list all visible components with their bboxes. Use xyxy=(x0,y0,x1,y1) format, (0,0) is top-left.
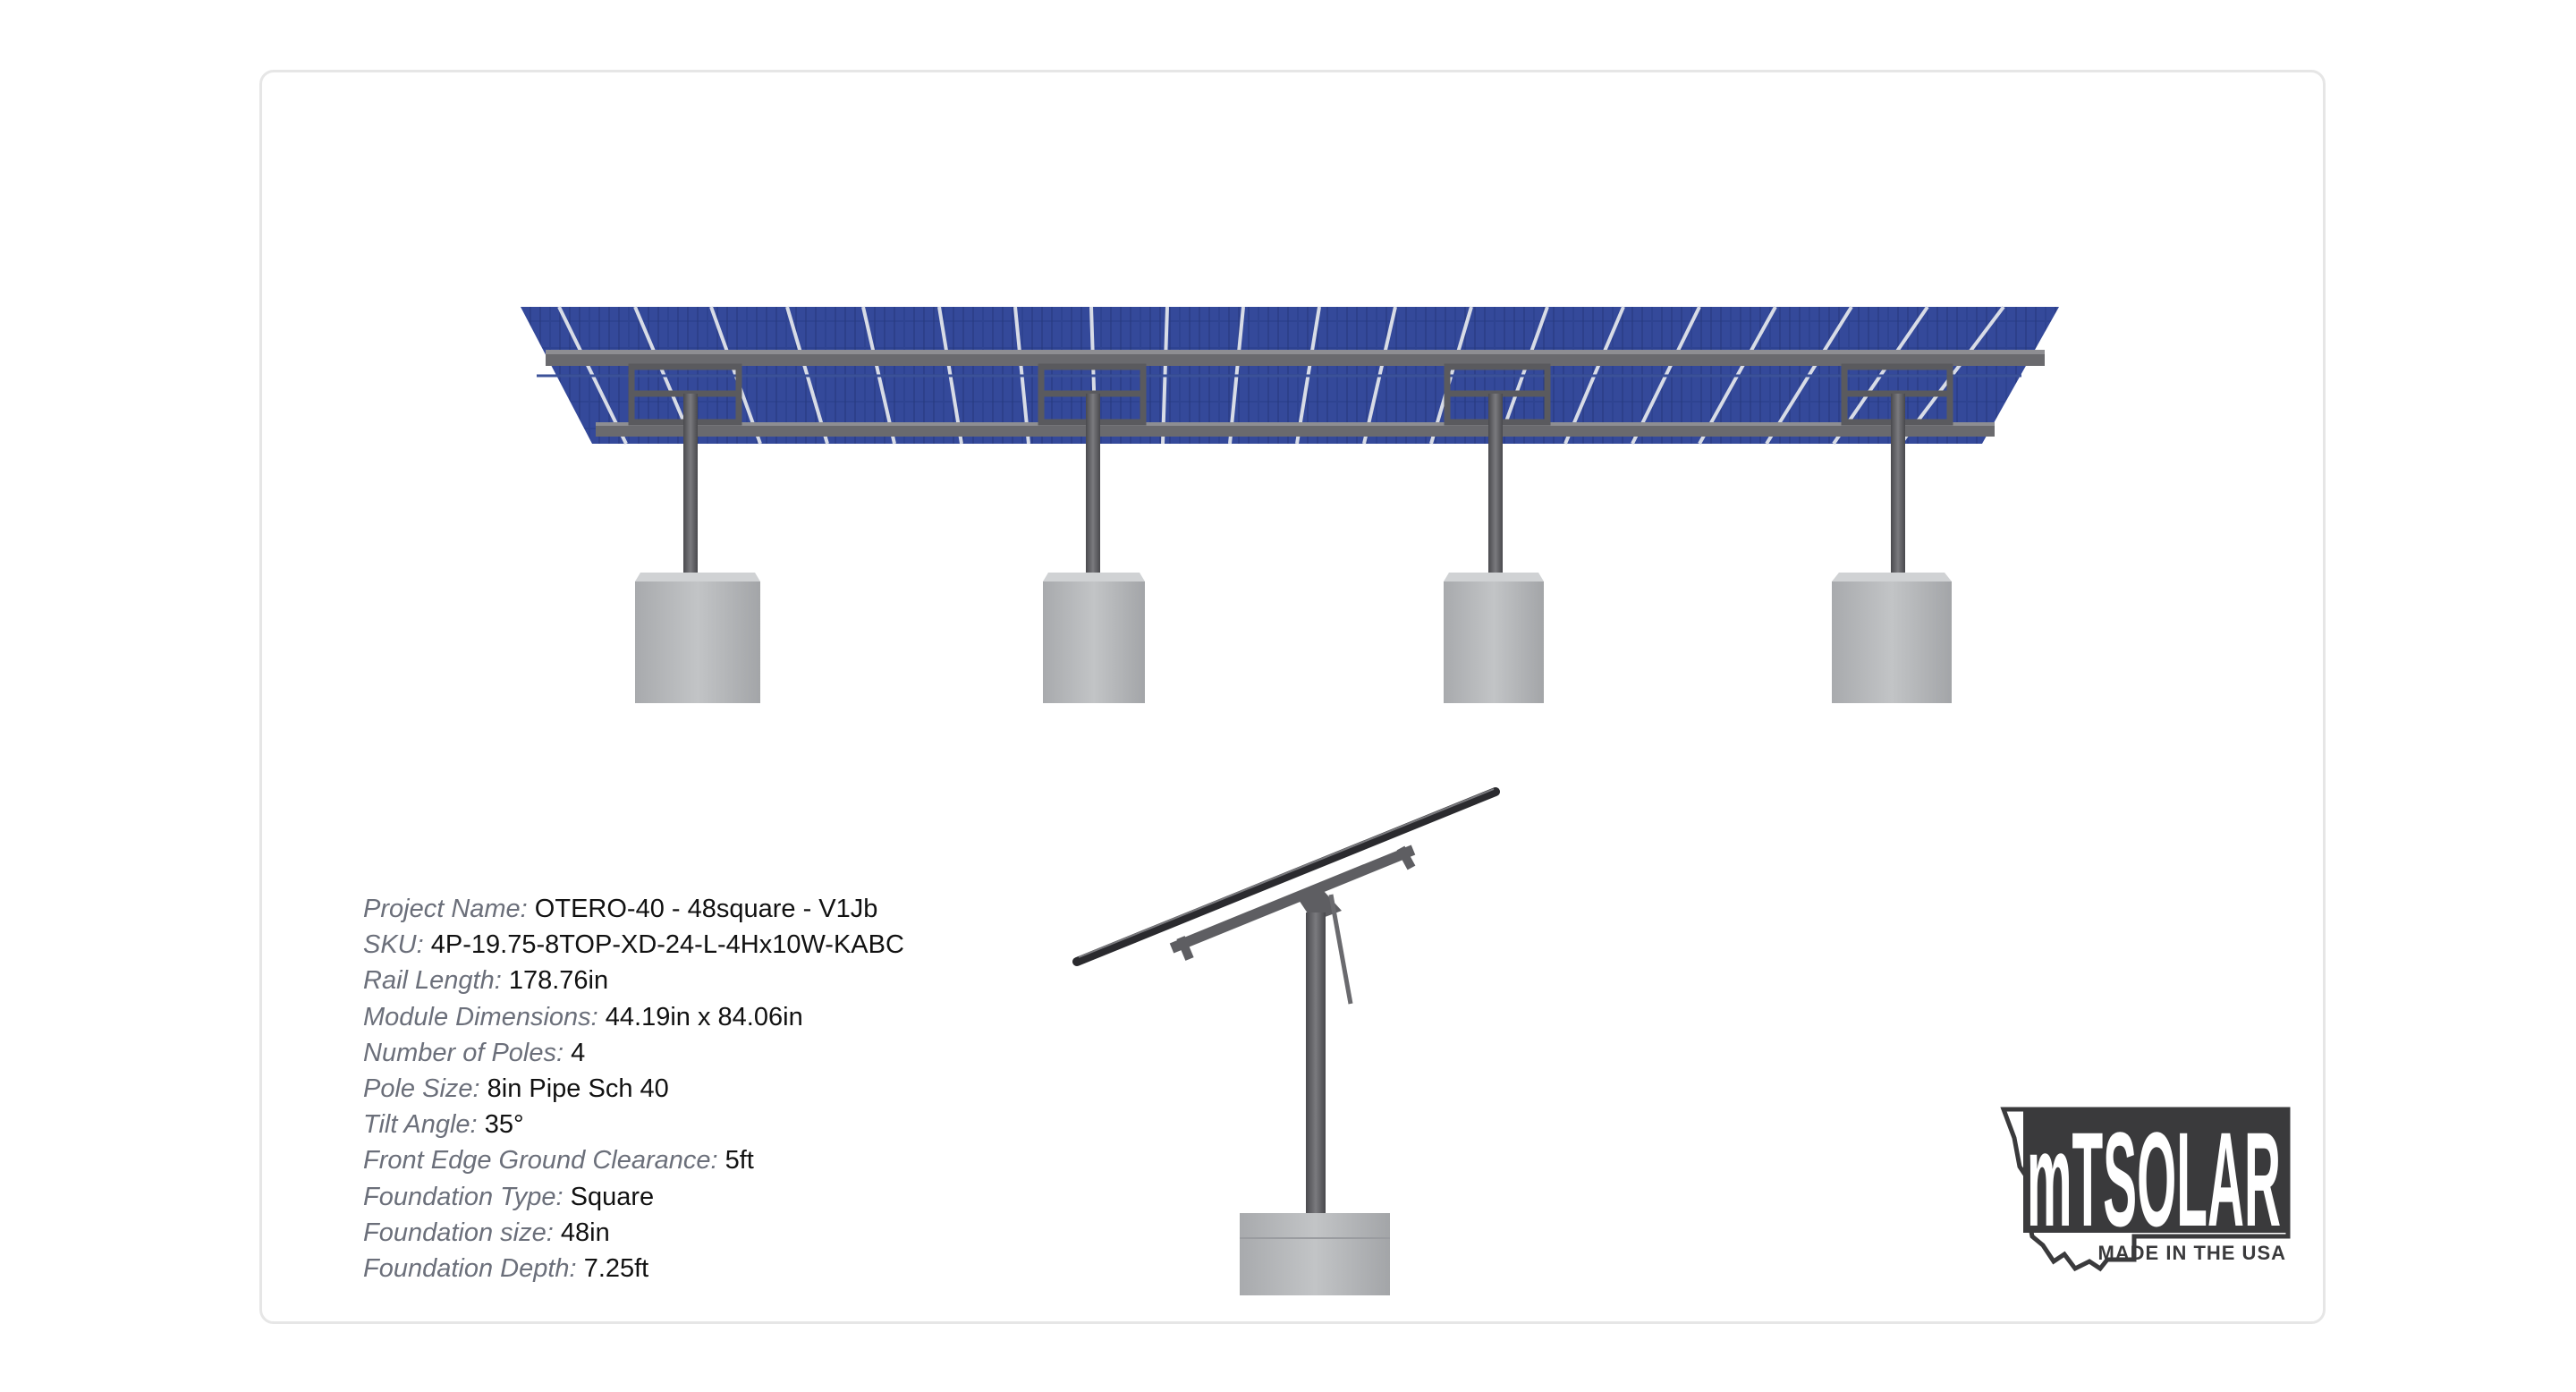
spec-foundation-size: Foundation size: 48in xyxy=(363,1215,904,1251)
spec-value: 4 xyxy=(571,1038,586,1067)
side-foundation xyxy=(1240,1213,1390,1295)
spec-foundation-type: Foundation Type: Square xyxy=(363,1179,904,1215)
spec-value: 5ft xyxy=(724,1146,754,1176)
logo-tagline: MADE IN THE USA xyxy=(2097,1242,2286,1264)
spec-ground-clearance: Front Edge Ground Clearance: 5ft xyxy=(363,1142,904,1178)
mtsolar-logo: mTSOLAR MADE IN THE USA xyxy=(2000,1104,2291,1272)
spec-tilt-angle: Tilt Angle: 35° xyxy=(363,1107,904,1142)
side-rail xyxy=(1169,845,1416,954)
pole-3 xyxy=(1488,394,1503,578)
pole-2 xyxy=(1086,394,1100,578)
spec-label: Tilt Angle: xyxy=(363,1110,478,1140)
spec-value: 8in Pipe Sch 40 xyxy=(487,1074,669,1104)
pole-4 xyxy=(1891,394,1905,578)
spec-label: Project Name: xyxy=(363,895,528,923)
spec-label: Front Edge Ground Clearance: xyxy=(363,1146,718,1176)
logo-wordmark: mTSOLAR xyxy=(2027,1104,2281,1254)
spec-label: Module Dimensions: xyxy=(363,1002,598,1031)
front-view xyxy=(521,305,2059,703)
spec-value: 48in xyxy=(560,1218,610,1247)
side-pole xyxy=(1306,912,1326,1217)
spec-label: Pole Size: xyxy=(363,1074,480,1104)
spec-label: Number of Poles: xyxy=(363,1038,564,1067)
spec-value: 44.19in x 84.06in xyxy=(605,1002,803,1031)
spec-label: Rail Length: xyxy=(363,966,502,996)
drawing-card xyxy=(259,70,2326,1324)
spec-label: SKU: xyxy=(363,930,424,960)
spec-list: Project Name: OTERO-40 - 48square - V1Jb… xyxy=(363,891,904,1286)
spec-value: 178.76in xyxy=(508,966,609,996)
spec-value: 35° xyxy=(484,1110,524,1140)
spec-module-dimensions: Module Dimensions: 44.19in x 84.06in xyxy=(363,999,904,1035)
spec-foundation-depth: Foundation Depth: 7.25ft xyxy=(363,1251,904,1286)
side-brace xyxy=(1328,894,1353,1005)
spec-sku: SKU: 4P-19.75-8TOP-XD-24-L-4Hx10W-KABC xyxy=(363,927,904,963)
foundation-2 xyxy=(1043,573,1145,703)
spec-value: OTERO-40 - 48square - V1Jb xyxy=(534,895,878,923)
spec-rail-length: Rail Length: 178.76in xyxy=(363,963,904,998)
foundation-4 xyxy=(1832,573,1952,703)
spec-value: 7.25ft xyxy=(583,1254,649,1284)
side-panel xyxy=(1072,787,1500,966)
spec-value: 4P-19.75-8TOP-XD-24-L-4Hx10W-KABC xyxy=(430,930,904,960)
spec-label: Foundation Depth: xyxy=(363,1254,577,1284)
spec-value: Square xyxy=(570,1182,655,1211)
spec-number-of-poles: Number of Poles: 4 xyxy=(363,1035,904,1071)
foundation-3 xyxy=(1444,573,1544,703)
spec-label: Foundation Type: xyxy=(363,1182,564,1211)
foundation-1 xyxy=(635,573,760,703)
spec-pole-size: Pole Size: 8in Pipe Sch 40 xyxy=(363,1071,904,1107)
spec-project-name: Project Name: OTERO-40 - 48square - V1Jb xyxy=(363,891,904,927)
side-view xyxy=(1072,787,1500,1295)
spec-label: Foundation size: xyxy=(363,1218,554,1247)
pole-1 xyxy=(683,394,698,578)
